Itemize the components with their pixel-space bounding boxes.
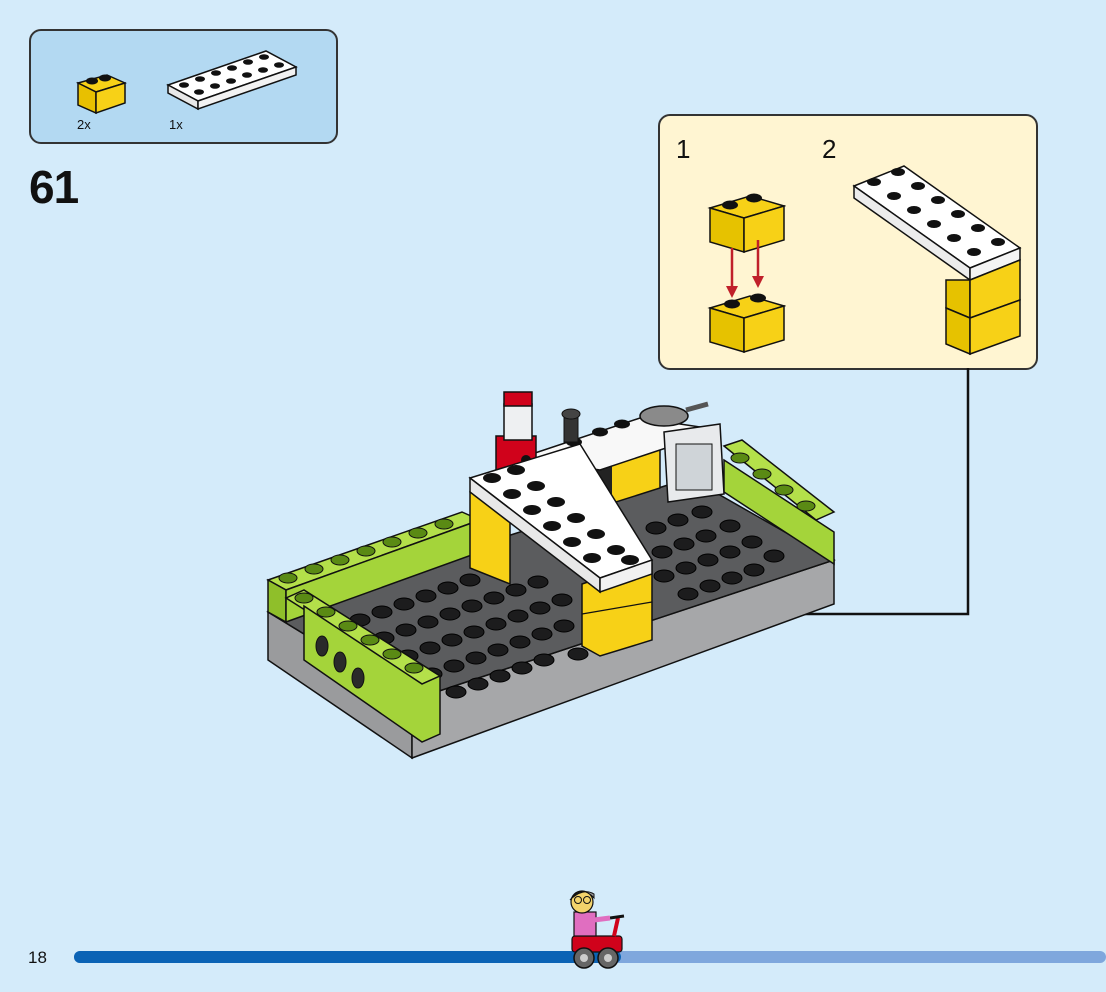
minifigure-scooter-icon	[0, 0, 1106, 992]
